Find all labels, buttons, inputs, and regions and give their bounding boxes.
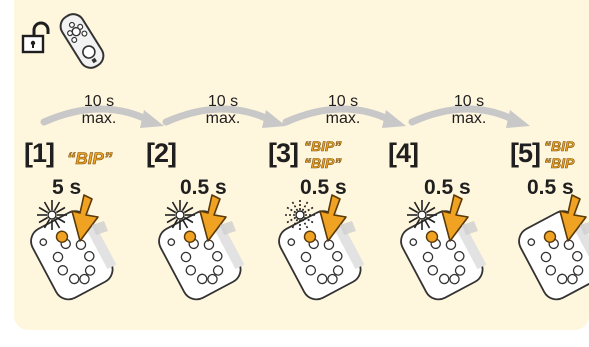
remote-press-illustration-4	[400, 194, 487, 301]
beep-signal: “BIP	[544, 155, 575, 172]
interval-time: 10 s	[207, 93, 239, 110]
remote-press-illustration-3	[278, 194, 365, 301]
step-label-5: [5]	[510, 138, 541, 168]
remote-control-icon	[278, 210, 365, 301]
remote-press-illustration-2	[158, 194, 245, 301]
flash-icon	[285, 200, 315, 230]
press-arrow-icon	[441, 194, 469, 242]
beep-signal: “BIP”	[304, 138, 342, 155]
flash-icon	[407, 200, 437, 230]
step-label-1: [1]	[24, 138, 55, 168]
step-label-3: [3]	[268, 138, 299, 168]
interval-time: 10 s	[453, 93, 485, 110]
remote-press-illustration-5	[518, 194, 589, 301]
interval-label-4: 10 s max.	[441, 93, 497, 127]
beep-signal: “BIP	[544, 138, 575, 155]
flash-icon	[165, 200, 195, 230]
unlock-icon	[21, 21, 50, 54]
interval-max: max.	[81, 110, 117, 127]
interval-max: max.	[205, 110, 241, 127]
interval-arrows	[40, 105, 530, 128]
press-arrow-icon	[199, 194, 227, 242]
press-arrow-icon	[559, 194, 587, 242]
interval-max: max.	[451, 110, 487, 127]
press-duration: 5 s	[52, 176, 82, 199]
instruction-panel: 10 s max. 10 s max. 10 s max. 10 s max. …	[14, 0, 589, 330]
press-duration: 0.5 s	[180, 176, 227, 199]
interval-arrow	[162, 105, 286, 128]
beep-signal: “BIP”	[304, 155, 342, 172]
interval-label-1: 10 s max.	[71, 93, 127, 127]
press-duration: 0.5 s	[424, 176, 471, 199]
remote-control-icon	[518, 210, 589, 301]
remote-control-icon	[59, 13, 105, 69]
remote-press-illustration-1	[30, 194, 117, 301]
step-label-4: [4]	[388, 138, 419, 168]
step-label-2: [2]	[146, 138, 177, 168]
press-arrow-icon	[319, 194, 347, 242]
interval-max: max.	[325, 110, 361, 127]
interval-arrow	[408, 105, 530, 128]
remote-control-icon	[400, 210, 487, 301]
press-duration: 0.5 s	[300, 176, 347, 199]
press-arrow-icon	[71, 194, 99, 242]
interval-label-2: 10 s max.	[195, 93, 251, 127]
press-duration: 0.5 s	[527, 176, 574, 199]
interval-arrow	[282, 105, 406, 128]
flash-icon	[37, 200, 67, 230]
interval-time: 10 s	[83, 93, 115, 110]
interval-label-3: 10 s max.	[315, 93, 371, 127]
interval-arrow	[40, 105, 164, 128]
beep-signal: “BIP”	[67, 149, 113, 169]
interval-time: 10 s	[327, 93, 359, 110]
